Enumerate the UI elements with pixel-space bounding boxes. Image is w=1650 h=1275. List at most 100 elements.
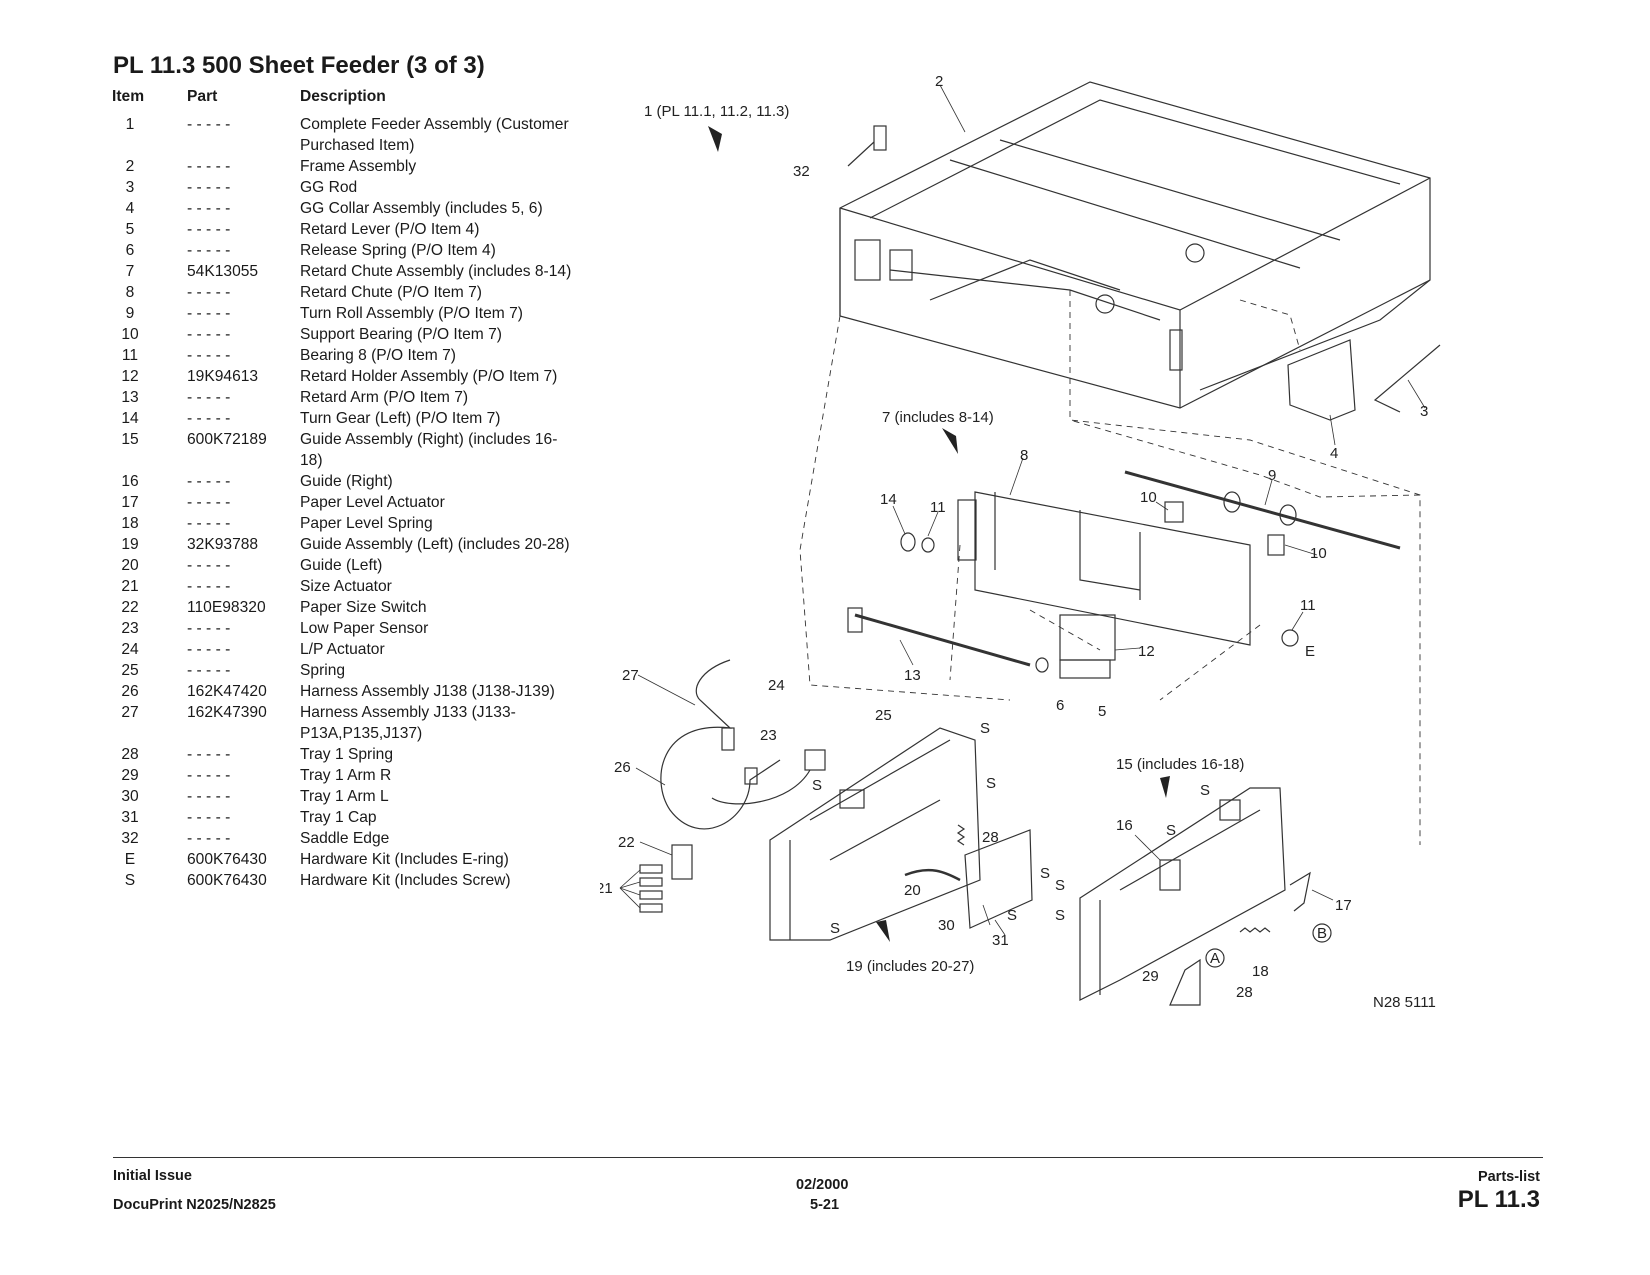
callout-item-18: 18 (1252, 963, 1269, 980)
parts-table-body: 1- - - - -Complete Feeder Assembly (Cust… (112, 114, 575, 891)
table-row: 27 162K47390 Harness Assembly J133 (J133-P… (112, 702, 575, 744)
cell-description: Size Actuator (300, 578, 392, 595)
cell-item: 9 (125, 305, 135, 322)
callout-e-ring: E (1305, 643, 1315, 660)
callout-item-10-lower: 10 (1310, 545, 1327, 562)
cell-part: 54K13055 (187, 263, 259, 280)
cell-description: Harness Assembly J133 (J133-P13A,P135,J1… (300, 704, 516, 742)
callout-item-11-left: 11 (930, 499, 946, 516)
callout-item-25: 25 (875, 707, 892, 724)
illustration-code: N28 5111 (1373, 994, 1436, 1011)
cell-part: 162K47390 (187, 704, 267, 721)
footer-product: DocuPrint N2025/N2825 (113, 1197, 276, 1213)
cell-item: 8 (125, 284, 135, 301)
cell-item: 26 (121, 683, 139, 700)
callout-item-17: 17 (1335, 897, 1352, 914)
column-header-item: Item (112, 88, 145, 105)
callout-item-32: 32 (793, 163, 810, 180)
cell-item: 29 (121, 767, 139, 784)
size-actuator-drawing (639, 864, 663, 913)
cell-item: 4 (125, 200, 135, 217)
cell-part: - - - - - (187, 200, 231, 217)
screw-marker: S (1007, 907, 1017, 924)
cell-description: L/P Actuator (300, 641, 385, 658)
cell-part: 600K76430 (187, 872, 267, 889)
retard-chute-assembly-drawing (957, 491, 1251, 646)
paper-size-switch-drawing (671, 844, 693, 880)
callout-item-13: 13 (904, 667, 921, 684)
pointer-arrow-item-7 (942, 428, 958, 454)
cell-part: - - - - - (187, 830, 231, 847)
cell-part: 162K47420 (187, 683, 267, 700)
guide-assembly-left-drawing (769, 727, 981, 941)
table-row: 21- - - - -Size Actuator (112, 576, 575, 597)
cell-description: Guide (Right) (300, 473, 393, 490)
table-row: 9- - - - -Turn Roll Assembly (P/O Item 7… (112, 303, 575, 324)
table-header-row: Item Part Description (112, 88, 575, 114)
callout-item-28-right: 28 (1236, 984, 1253, 1001)
cell-item: 10 (121, 326, 139, 343)
callout-item-7: 7 (includes 8-14) (882, 409, 994, 426)
cell-item: 30 (121, 788, 139, 805)
paper-level-spring-drawing (1239, 927, 1271, 933)
cell-item: 2 (125, 158, 135, 175)
cell-description: Retard Holder Assembly (P/O Item 7) (300, 368, 558, 385)
table-row: 6- - - - -Release Spring (P/O Item 4) (112, 240, 575, 261)
cell-item: 11 (121, 347, 139, 364)
cell-item: 17 (121, 494, 139, 511)
screw-marker: S (1055, 907, 1065, 924)
cell-item: 27 (121, 704, 139, 721)
callout-item-10-upper: 10 (1140, 489, 1157, 506)
cell-part: - - - - - (187, 473, 231, 490)
callout-item-3: 3 (1420, 403, 1428, 420)
screw-marker: S (1055, 877, 1065, 894)
table-row: 2- - - - -Frame Assembly (112, 156, 575, 177)
cell-item: S (124, 872, 136, 889)
reference-circle-upper (1185, 243, 1205, 263)
cell-part: 110E98320 (187, 599, 266, 616)
table-row: 16- - - - -Guide (Right) (112, 471, 575, 492)
cell-part: - - - - - (187, 641, 231, 658)
table-row: 32- - - - -Saddle Edge (112, 828, 575, 849)
table-row: 30- - - - -Tray 1 Arm L (112, 786, 575, 807)
cell-part: - - - - - (187, 116, 231, 133)
retard-holder-drawing (1059, 614, 1116, 661)
table-row: 13- - - - -Retard Arm (P/O Item 7) (112, 387, 575, 408)
harness-assembly-drawing (660, 659, 781, 830)
callout-item-19: 19 (includes 20-27) (846, 958, 974, 975)
table-row: 3- - - - -GG Rod (112, 177, 575, 198)
callout-item-21: 21 (600, 880, 613, 897)
cell-part: - - - - - (187, 557, 231, 574)
cell-item: 5 (125, 221, 135, 238)
tray-arm-left-drawing (904, 868, 961, 882)
callout-item-16: 16 (1116, 817, 1133, 834)
cell-part: - - - - - (187, 347, 231, 364)
cell-description: Complete Feeder Assembly (Customer Purch… (300, 116, 569, 154)
cell-item: 24 (121, 641, 139, 658)
frame-assembly-drawing (839, 81, 1431, 409)
footer-date: 02/2000 (796, 1177, 849, 1193)
reference-marker-a: A (1205, 948, 1225, 968)
footer-section: Parts-list (1477, 1169, 1540, 1185)
cell-part: - - - - - (187, 620, 231, 637)
table-row: 17- - - - -Paper Level Actuator (112, 492, 575, 513)
exploded-parts-diagram: 1 (PL 11.1, 11.2, 11.3) 2 3 4 32 7 (incl… (600, 73, 1441, 1011)
footer-page-number: 5-21 (810, 1197, 840, 1213)
cell-description: Tray 1 Arm L (300, 788, 389, 805)
cell-description: Guide Assembly (Right) (includes 16-18) (300, 431, 558, 469)
cell-description: Guide Assembly (Left) (includes 20-28) (300, 536, 570, 553)
table-row: 11- - - - -Bearing 8 (P/O Item 7) (112, 345, 575, 366)
table-row: 31- - - - -Tray 1 Cap (112, 807, 575, 828)
svg-text:B: B (1317, 925, 1327, 942)
cell-description: GG Rod (300, 179, 358, 196)
callout-item-30: 30 (938, 917, 955, 934)
table-row: 14- - - - -Turn Gear (Left) (P/O Item 7) (112, 408, 575, 429)
footer-issue: Initial Issue (113, 1168, 192, 1184)
cell-description: Hardware Kit (Includes Screw) (300, 872, 511, 889)
table-row: 18- - - - -Paper Level Spring (112, 513, 575, 534)
cell-description: Retard Chute (P/O Item 7) (300, 284, 482, 301)
pointer-arrow-item-19 (876, 920, 890, 942)
turn-roll-shaft-drawing (1124, 470, 1401, 550)
cell-part: 32K93788 (187, 536, 259, 553)
